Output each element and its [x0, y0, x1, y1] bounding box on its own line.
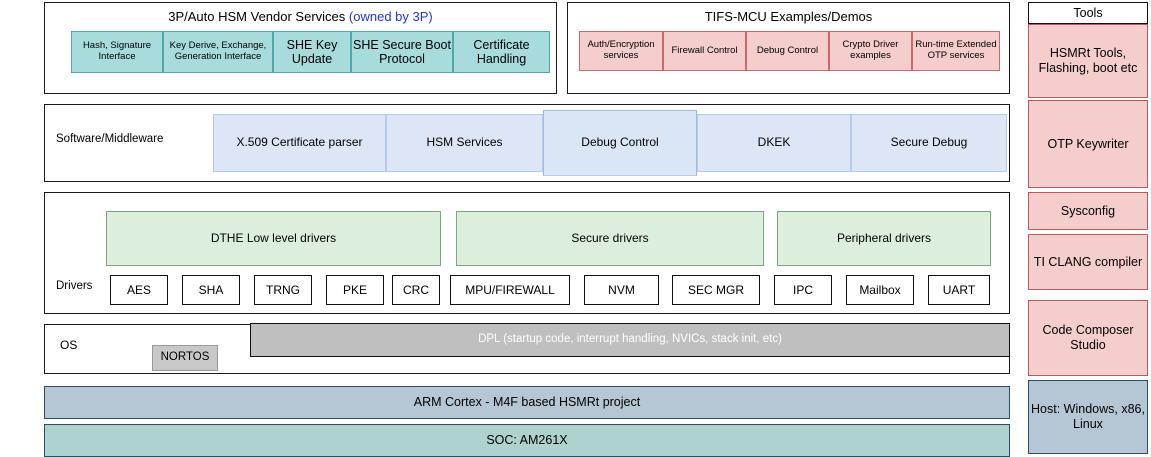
- tifs-examples-panel: TIFS-MCU Examples/Demos Auth/Encryption …: [567, 2, 1010, 94]
- tifs-example-chip-crypto-driver-examples: Crypto Driver examples: [829, 31, 912, 71]
- driver-group-peripheral-drivers: Peripheral drivers: [777, 211, 991, 266]
- host-box: Host: Windows, x86, Linux: [1028, 380, 1148, 454]
- driver-box-ipc: IPC: [774, 275, 832, 305]
- vendor-service-chip-she-secure-boot-protocol: SHE Secure Boot Protocol: [351, 31, 453, 73]
- dpl-bar: DPL (startup code, interrupt handling, N…: [250, 323, 1010, 357]
- vendor-services-owner-note: (owned by 3P): [348, 9, 433, 24]
- vendor-services-title: 3P/Auto HSM Vendor Services (owned by 3P…: [45, 9, 556, 24]
- tifs-example-chip-run-time-extended-otp-services: Run-time Extended OTP services: [912, 31, 1000, 71]
- middleware-block-secure-debug: Secure Debug: [851, 114, 1007, 172]
- tool-box-hsmrt-tools: HSMRt Tools, Flashing, boot etc: [1028, 24, 1148, 98]
- middleware-label: Software/Middleware: [56, 133, 164, 145]
- vendor-services-panel: 3P/Auto HSM Vendor Services (owned by 3P…: [44, 2, 557, 94]
- middleware-block-debug-control: Debug Control: [543, 110, 697, 176]
- nortos-box: NORTOS: [152, 345, 218, 371]
- tools-header: Tools: [1028, 2, 1148, 24]
- tool-box-code-composer-studio: Code Composer Studio: [1028, 300, 1148, 376]
- driver-box-uart: UART: [928, 275, 990, 305]
- tifs-example-chip-debug-control: Debug Control: [746, 31, 829, 71]
- vendor-services-title-text: 3P/Auto HSM Vendor Services: [168, 9, 346, 24]
- tool-box-ti-clang-compiler: TI CLANG compiler: [1028, 234, 1148, 290]
- driver-box-mpu-firewall: MPU/FIREWALL: [450, 275, 570, 305]
- vendor-service-chip-hash-signature-interface: Hash, Signature Interface: [71, 31, 163, 73]
- middleware-block-x-509-certificate-parser: X.509 Certificate parser: [213, 114, 386, 172]
- middleware-block-dkek: DKEK: [697, 114, 851, 172]
- tool-box-otp-keywriter: OTP Keywriter: [1028, 100, 1148, 188]
- os-label: OS: [60, 338, 78, 352]
- driver-box-aes: AES: [110, 275, 168, 305]
- driver-group-dthe-low-level-drivers: DTHE Low level drivers: [106, 211, 441, 266]
- driver-box-nvm: NVM: [584, 275, 659, 305]
- vendor-service-chip-key-derive-exchange-generation-interface: Key Derive, Exchange, Generation Interfa…: [163, 31, 273, 73]
- driver-box-sha: SHA: [182, 275, 240, 305]
- tifs-example-chip-auth-encryption-services: Auth/Encryption services: [579, 31, 663, 71]
- tifs-example-chip-firewall-control: Firewall Control: [663, 31, 746, 71]
- vendor-service-chip-certificate-handling: Certificate Handling: [453, 31, 550, 73]
- driver-box-sec-mgr: SEC MGR: [672, 275, 760, 305]
- vendor-service-chip-she-key-update: SHE Key Update: [273, 31, 351, 73]
- driver-box-mailbox: Mailbox: [846, 275, 914, 305]
- middleware-block-hsm-services: HSM Services: [386, 114, 543, 172]
- driver-group-secure-drivers: Secure drivers: [456, 211, 764, 266]
- driver-box-crc: CRC: [392, 275, 440, 305]
- drivers-label: Drivers: [56, 280, 93, 292]
- soc-bar: SOC: AM261X: [44, 424, 1010, 457]
- driver-box-pke: PKE: [326, 275, 384, 305]
- tool-box-sysconfig: Sysconfig: [1028, 192, 1148, 230]
- arm-cortex-bar: ARM Cortex - M4F based HSMRt project: [44, 386, 1010, 419]
- driver-box-trng: TRNG: [254, 275, 312, 305]
- tifs-examples-title: TIFS-MCU Examples/Demos: [704, 9, 873, 24]
